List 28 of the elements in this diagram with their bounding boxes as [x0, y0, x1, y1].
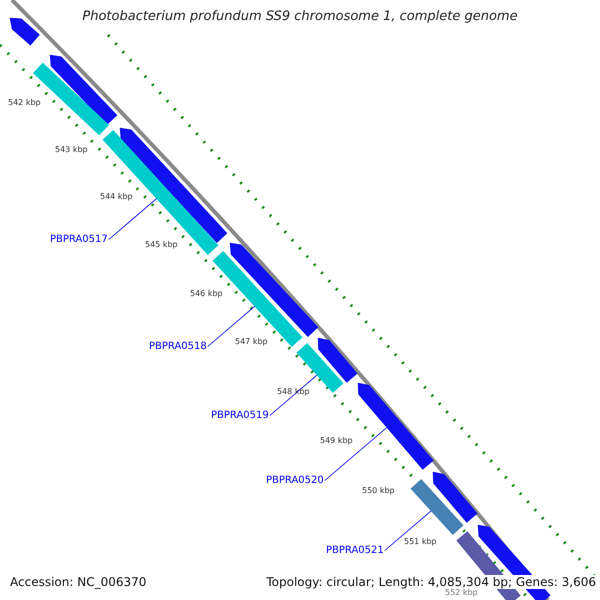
tick-label: 545 kbp	[145, 240, 178, 249]
gene-feature	[230, 242, 318, 338]
tick-label: 546 kbp	[190, 289, 223, 298]
gene-label: PBPRA0520	[266, 475, 324, 486]
genome-info-text: Topology: circular; Length: 4,085,304 bp; Genes: 3,606	[266, 575, 596, 589]
gene-label: PBPRA0519	[211, 410, 269, 421]
leader-line	[269, 374, 318, 416]
tick-label: 542 kbp	[8, 98, 41, 107]
gene-feature	[432, 472, 478, 523]
gene-feature	[358, 382, 434, 470]
gene-label: PBPRA0521	[326, 545, 384, 556]
accession-text: Accession: NC_006370	[10, 575, 146, 589]
gene-feature	[10, 18, 40, 46]
tick-label: 543 kbp	[55, 145, 88, 154]
gene-label: PBPRA0517	[50, 234, 108, 245]
tick-label: 544 kbp	[100, 192, 133, 201]
tick-label: 551 kbp	[404, 537, 437, 546]
tick-label: 547 kbp	[235, 337, 268, 346]
leader-line	[324, 427, 388, 481]
gene-feature	[410, 479, 464, 535]
gene-label: PBPRA0518	[149, 341, 207, 352]
gene-feature	[50, 54, 118, 126]
tick-label: 550 kbp	[362, 486, 395, 495]
leader-line	[207, 306, 256, 347]
leader-line	[384, 510, 432, 551]
title: Photobacterium profundum SS9 chromosome 1, complete genome	[81, 9, 519, 24]
leader-line	[108, 198, 157, 240]
gene-feature	[318, 338, 358, 383]
